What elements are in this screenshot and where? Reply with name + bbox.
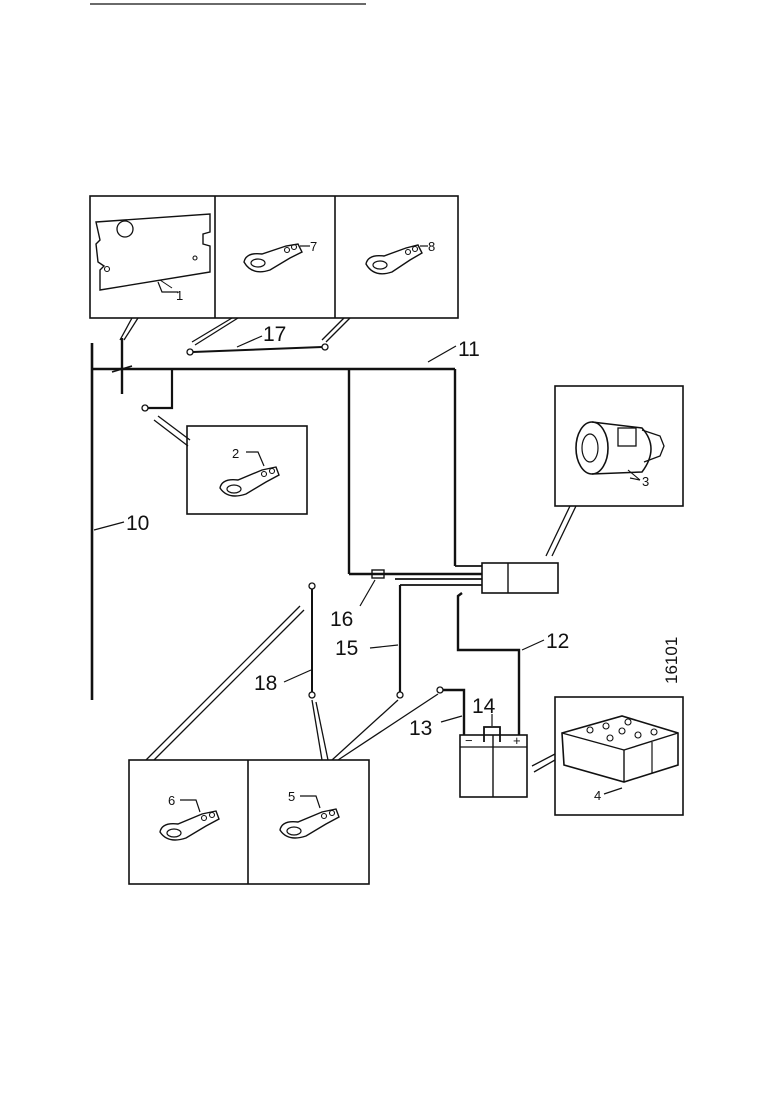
label-2: 2: [232, 446, 239, 461]
label-4: 4: [594, 788, 601, 803]
label-leaders: [93, 245, 641, 813]
detail-panel-2: [186, 425, 308, 515]
label-7: 7: [310, 239, 317, 254]
cable-lug-7-icon: [243, 243, 303, 273]
label-18: 18: [254, 672, 277, 695]
label-8: 8: [428, 239, 435, 254]
label-12: 12: [546, 630, 569, 653]
label-15: 15: [335, 637, 358, 660]
cable-lug-8-icon: [365, 244, 423, 275]
bottom-detail-panels: [128, 759, 370, 885]
label-14: 14: [472, 695, 496, 718]
label-17: 17: [263, 323, 286, 346]
label-3: 3: [642, 474, 649, 489]
cable-lug-5-icon: [279, 808, 340, 839]
callout-labels: 1 7 8 2 3 4 6 5 10 11 12 13 14 15 16 17 …: [126, 239, 681, 808]
label-10: 10: [126, 512, 149, 535]
label-11: 11: [458, 338, 480, 361]
label-16: 16: [330, 608, 353, 631]
cable-lug-6-icon: [159, 810, 220, 841]
detail-panel-4: [554, 696, 684, 816]
label-1: 1: [176, 288, 183, 303]
label-13: 13: [409, 717, 432, 740]
wiring: [90, 338, 559, 798]
detail-panel-3: [554, 385, 684, 507]
battery-icon: [561, 715, 679, 783]
battery-minus-sign: −: [465, 733, 473, 748]
label-6: 6: [168, 793, 175, 808]
top-detail-panels: [89, 195, 459, 319]
figure-number: 16101: [662, 637, 681, 684]
starter-motor-icon: [575, 421, 665, 481]
label-5: 5: [288, 789, 295, 804]
battery-plus-sign: +: [513, 733, 521, 748]
callout-pointers: [119, 317, 577, 773]
mounting-plate-icon: [95, 213, 211, 291]
